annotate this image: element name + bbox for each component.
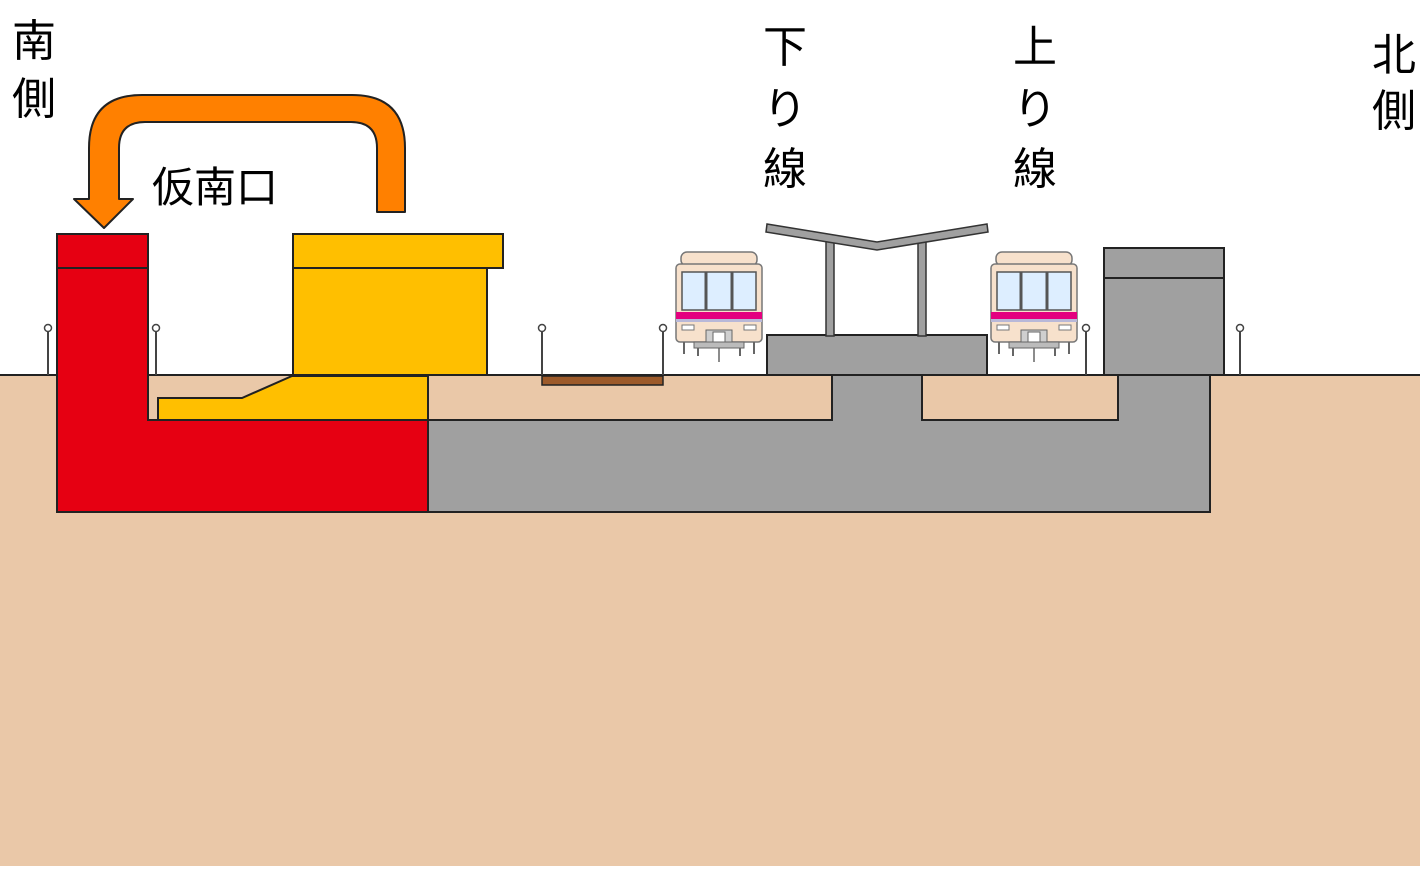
- lamp-post-icon: [1235, 323, 1245, 376]
- up-line-label-3: 線: [1013, 144, 1057, 195]
- canopy-post-right: [917, 239, 927, 337]
- route-arrow: [73, 94, 406, 229]
- south-side-label-2: 側: [12, 74, 56, 125]
- up-line-label-2: り: [1013, 84, 1057, 135]
- north-side-label-1: 北: [1372, 30, 1416, 81]
- red-structure: [56, 233, 429, 513]
- island-platform: [766, 334, 988, 376]
- lamp-post-icon: [1081, 323, 1091, 376]
- lamp-post-icon: [537, 323, 547, 376]
- train-icon: [674, 250, 764, 364]
- south-side-label-1: 南: [12, 16, 56, 67]
- down-line-label-1: 下: [763, 22, 807, 73]
- temp-south-exit-label: 仮南口: [152, 163, 278, 212]
- gray-building: [1103, 247, 1225, 376]
- up-line-label-1: 上: [1013, 22, 1057, 73]
- north-side-label-2: 側: [1372, 86, 1416, 137]
- brown-plank: [541, 375, 664, 386]
- platform-canopy: [765, 223, 989, 251]
- train-icon: [989, 250, 1079, 364]
- down-line-label-2: り: [763, 84, 807, 135]
- yellow-building: [292, 233, 504, 376]
- canopy-post-left: [825, 239, 835, 337]
- lamp-post-icon: [658, 323, 668, 376]
- gray-underground-structure: [427, 374, 1211, 513]
- down-line-label-3: 線: [763, 144, 807, 195]
- lamp-post-icon: [43, 323, 53, 376]
- lamp-post-icon: [151, 323, 161, 376]
